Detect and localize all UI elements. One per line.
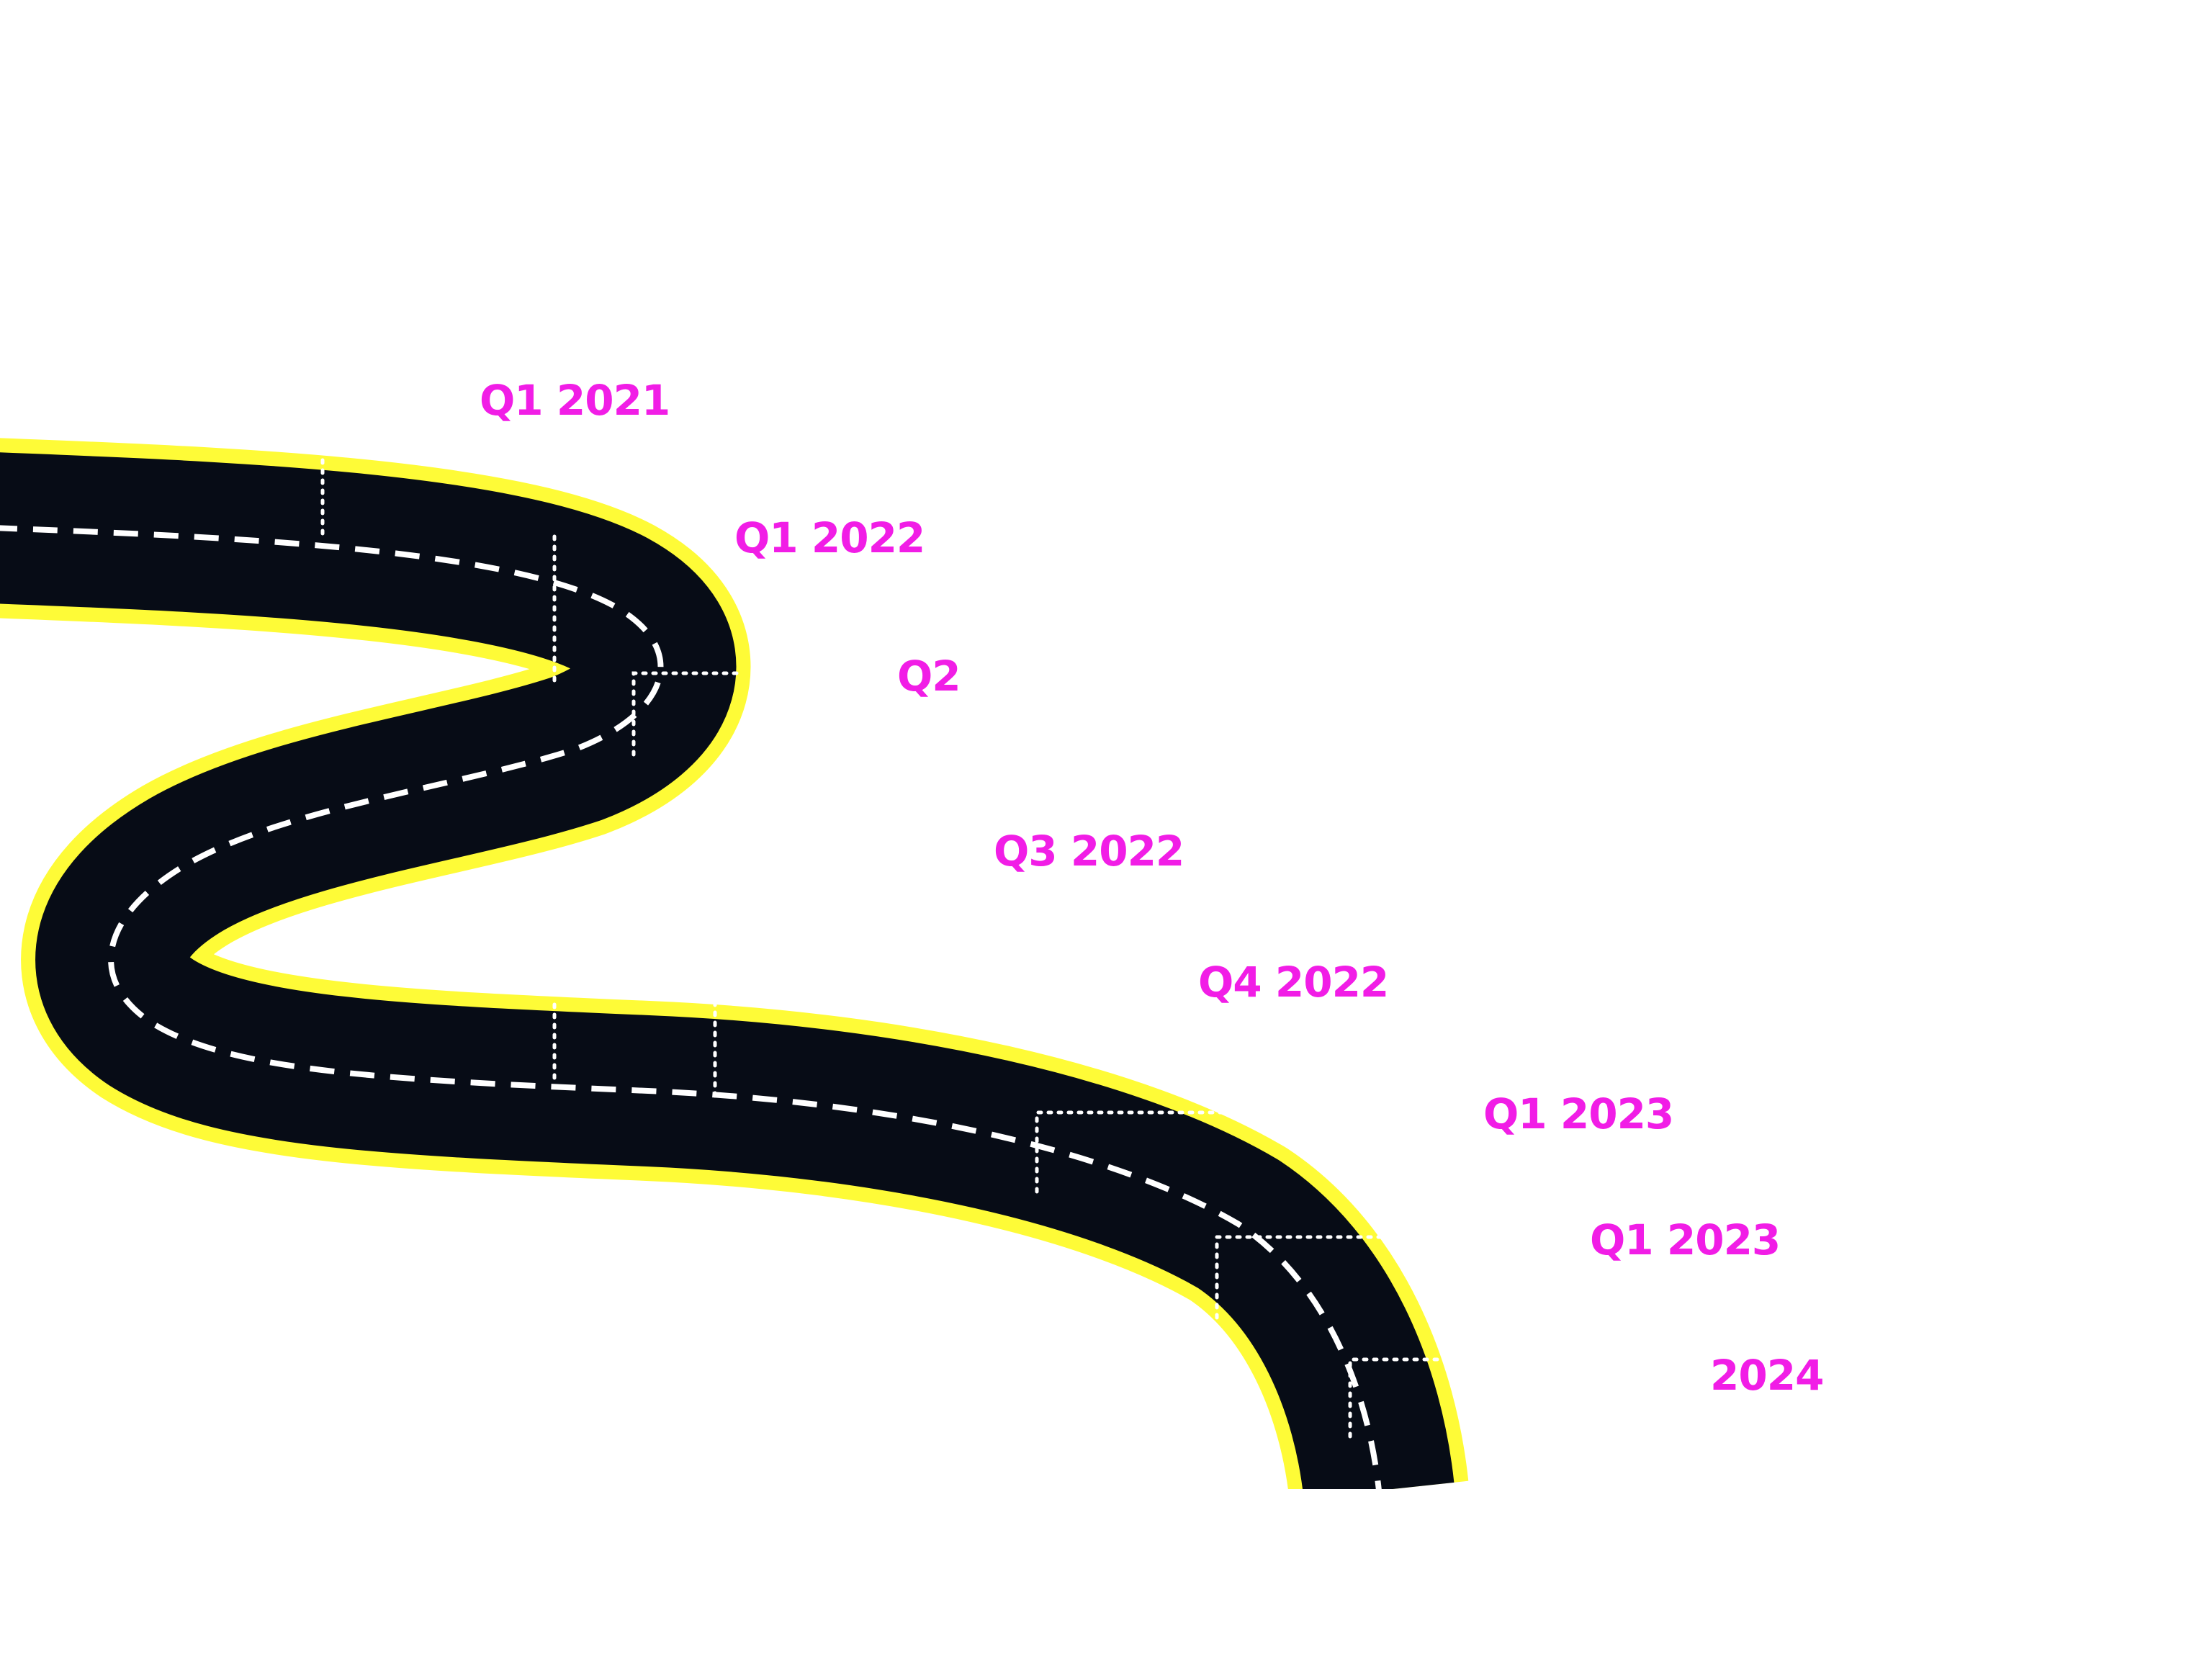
marker-q1-2023-a <box>1035 1110 1338 1194</box>
milestone-label-q4-2022: Q4 2022 <box>1198 958 1389 1007</box>
milestone-label-q1-2021: Q1 2021 <box>480 376 670 425</box>
milestone-label-q1-2023-a: Q1 2023 <box>1483 1089 1674 1138</box>
marker-q2 <box>631 671 744 757</box>
milestone-label-q2: Q2 <box>897 652 961 701</box>
milestone-label-q1-2022: Q1 2022 <box>734 513 925 562</box>
bottom-crop <box>0 1489 2212 1659</box>
milestone-label-q3-2022: Q3 2022 <box>994 827 1184 876</box>
marker-q1-2023-b <box>1215 1235 1511 1320</box>
milestone-label-2024: 2024 <box>1710 1351 1824 1400</box>
road-center-line <box>0 525 1382 1491</box>
milestone-label-q1-2023-b: Q1 2023 <box>1590 1215 1781 1264</box>
